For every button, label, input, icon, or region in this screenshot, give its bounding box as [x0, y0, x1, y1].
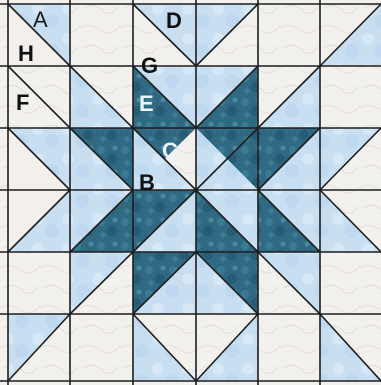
quilt-block [0, 0, 381, 385]
